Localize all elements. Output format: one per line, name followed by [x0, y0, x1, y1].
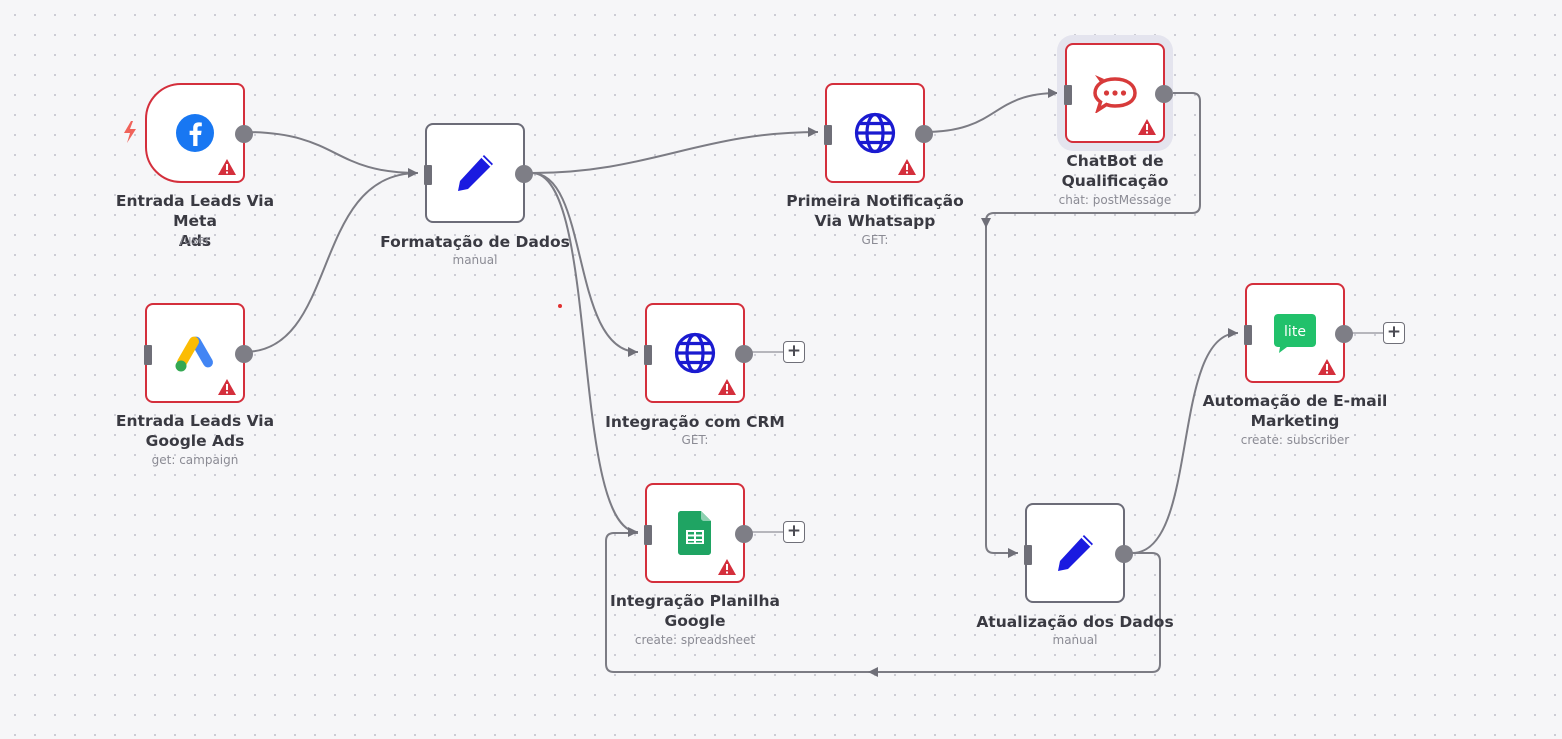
arrow-head-loop-down: [981, 218, 991, 228]
warning-icon[interactable]: [1317, 358, 1337, 376]
pencil-icon: [451, 149, 499, 197]
output-handle[interactable]: [235, 345, 253, 363]
edge-chatbot-loop: [985, 92, 1201, 554]
input-handle[interactable]: [424, 165, 432, 185]
node-subtitle: chat: postMessage: [1058, 193, 1172, 207]
node-title: Integração com CRM: [605, 413, 785, 431]
output-handle[interactable]: [1155, 85, 1173, 103]
input-handle[interactable]: [1024, 545, 1032, 565]
warning-icon[interactable]: [1137, 118, 1157, 136]
warning-icon[interactable]: [717, 558, 737, 576]
arrow-head-crm: [628, 347, 638, 357]
edge-update-to-sheets-loop: [605, 532, 1161, 673]
node-integracao-planilha-google[interactable]: [644, 483, 753, 583]
arrow-head-update: [1008, 548, 1018, 558]
edge-meta-to-format: [243, 131, 419, 174]
edge-format-to-whatsapp: [531, 131, 819, 174]
node-subtitle: manual: [452, 253, 498, 267]
output-handle[interactable]: [915, 125, 933, 143]
node-subtitle: get: campaign: [151, 453, 239, 467]
google-sheets-icon: [671, 509, 719, 557]
node-formatacao-de-dados[interactable]: [424, 123, 533, 223]
node-entrada-leads-meta-ads[interactable]: [145, 83, 253, 183]
node-subtitle: create: spreadsheet: [634, 633, 756, 647]
warning-icon[interactable]: [897, 158, 917, 176]
arrow-head-email: [1228, 328, 1238, 338]
output-handle[interactable]: [1335, 325, 1353, 343]
pencil-icon: [1051, 529, 1099, 577]
add-node-button[interactable]: +: [783, 521, 805, 543]
edge-whatsapp-to-chatbot: [923, 92, 1059, 133]
node-subtitle: manual: [1052, 633, 1098, 647]
node-subtitle: GET:: [861, 233, 889, 247]
globe-icon: [851, 109, 899, 157]
input-handle[interactable]: [1244, 325, 1252, 345]
arrow-head-format: [408, 168, 418, 178]
facebook-icon: [171, 109, 219, 157]
arrow-head-chatbot: [1048, 88, 1058, 98]
trigger-bolt-icon: [124, 121, 136, 143]
node-entrada-leads-google-ads[interactable]: [144, 303, 253, 403]
input-handle[interactable]: [144, 345, 152, 365]
warning-icon[interactable]: [217, 378, 237, 396]
edge-google-to-format: [243, 172, 419, 353]
node-automacao-email-marketing[interactable]: lite: [1244, 283, 1353, 383]
node-subtitle: create: subscriber: [1240, 433, 1350, 447]
edge-update-to-email: [1131, 332, 1239, 554]
mailerlite-logo-text: lite: [1284, 324, 1306, 340]
google-ads-icon: [171, 329, 219, 377]
node-atualizacao-dos-dados[interactable]: [1024, 503, 1133, 603]
mailerlite-icon: lite: [1271, 309, 1319, 357]
input-handle[interactable]: [644, 345, 652, 365]
node-title: Formatação de Dados: [380, 233, 570, 251]
output-handle[interactable]: [735, 525, 753, 543]
output-handle[interactable]: [235, 125, 253, 143]
edge-format-to-sheets: [531, 172, 639, 533]
arrow-head-whatsapp: [808, 127, 818, 137]
add-node-button[interactable]: +: [783, 341, 805, 363]
node-title: Atualização dos Dados: [976, 613, 1174, 631]
output-handle[interactable]: [515, 165, 533, 183]
output-handle[interactable]: [1115, 545, 1133, 563]
input-handle[interactable]: [1064, 85, 1072, 105]
input-handle[interactable]: [824, 125, 832, 145]
add-node-button[interactable]: +: [1383, 322, 1405, 344]
rocketchat-icon: [1091, 69, 1139, 117]
node-subtitle: /user: [179, 233, 211, 247]
arrow-head-loop-left: [868, 667, 878, 677]
node-chatbot-de-qualificacao[interactable]: [1064, 43, 1173, 143]
node-primeira-notificacao-whatsapp[interactable]: [824, 83, 933, 183]
warning-icon[interactable]: [717, 378, 737, 396]
canvas-dot: [558, 304, 562, 308]
output-handle[interactable]: [735, 345, 753, 363]
globe-icon: [671, 329, 719, 377]
warning-icon[interactable]: [217, 158, 237, 176]
node-subtitle: GET:: [681, 433, 709, 447]
arrow-head-sheets: [628, 527, 638, 537]
node-integracao-com-crm[interactable]: [644, 303, 753, 403]
edge-format-to-crm: [531, 172, 639, 353]
input-handle[interactable]: [644, 525, 652, 545]
